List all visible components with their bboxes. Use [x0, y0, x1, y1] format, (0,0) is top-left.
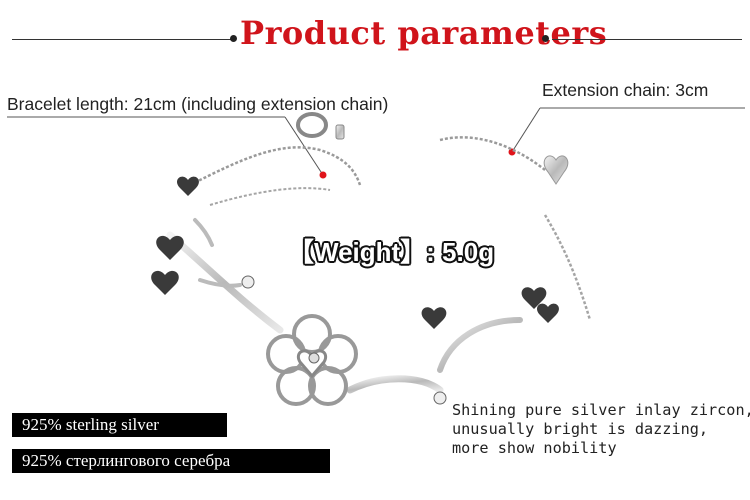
header-rule-right — [552, 39, 742, 40]
bracelet-length-label: Bracelet length: 21cm (including extensi… — [7, 94, 389, 114]
header-dot-left — [230, 35, 237, 42]
length-marker-dot — [319, 171, 327, 179]
description-line: unusually bright is dazzing, — [452, 420, 709, 438]
extension-chain-label: Extension chain: 3cm — [542, 80, 709, 100]
material-badge-english: 925% sterling silver — [12, 413, 227, 437]
product-description: Shining pure silver inlay zircon, unusua… — [452, 401, 750, 458]
header-rule-left — [12, 39, 232, 40]
description-line: more show nobility — [452, 439, 617, 457]
material-badge-russian: 925% стерлингового серебра — [12, 449, 330, 473]
description-line: Shining pure silver inlay zircon, — [452, 401, 750, 419]
weight-label: 【Weight】: 5.0g — [288, 237, 495, 267]
header-dot-right — [542, 35, 549, 42]
